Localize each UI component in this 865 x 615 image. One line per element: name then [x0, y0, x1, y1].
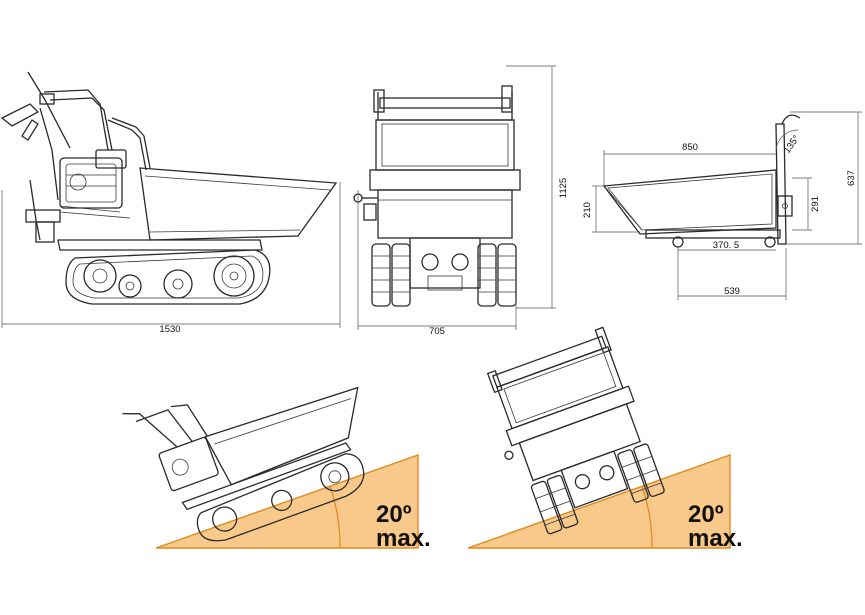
dim-tip-angle: 135° — [782, 133, 802, 156]
slope-left-label: max. — [376, 525, 431, 552]
slope-right-angle: 20º — [688, 501, 724, 528]
dim-bin-side-height: 291 — [810, 196, 821, 212]
slope-left-angle: 20º — [376, 501, 412, 528]
dim-front-width: 705 — [429, 326, 445, 337]
dim-pivot-offset: 370. 5 — [713, 240, 739, 251]
slope-left — [122, 386, 419, 549]
slope-right-label: max. — [688, 525, 743, 552]
dim-height: 1125 — [558, 178, 569, 198]
dim-base-length: 539 — [724, 286, 740, 297]
slope-right — [467, 326, 731, 549]
bin-detail-view — [592, 111, 862, 300]
dim-bin-height: 210 — [582, 202, 593, 218]
dim-bin-length: 850 — [682, 142, 698, 153]
side-view — [0, 71, 341, 328]
front-view — [353, 65, 556, 330]
dim-side-length: 1530 — [159, 324, 180, 335]
dim-total-height: 637 — [846, 170, 857, 186]
